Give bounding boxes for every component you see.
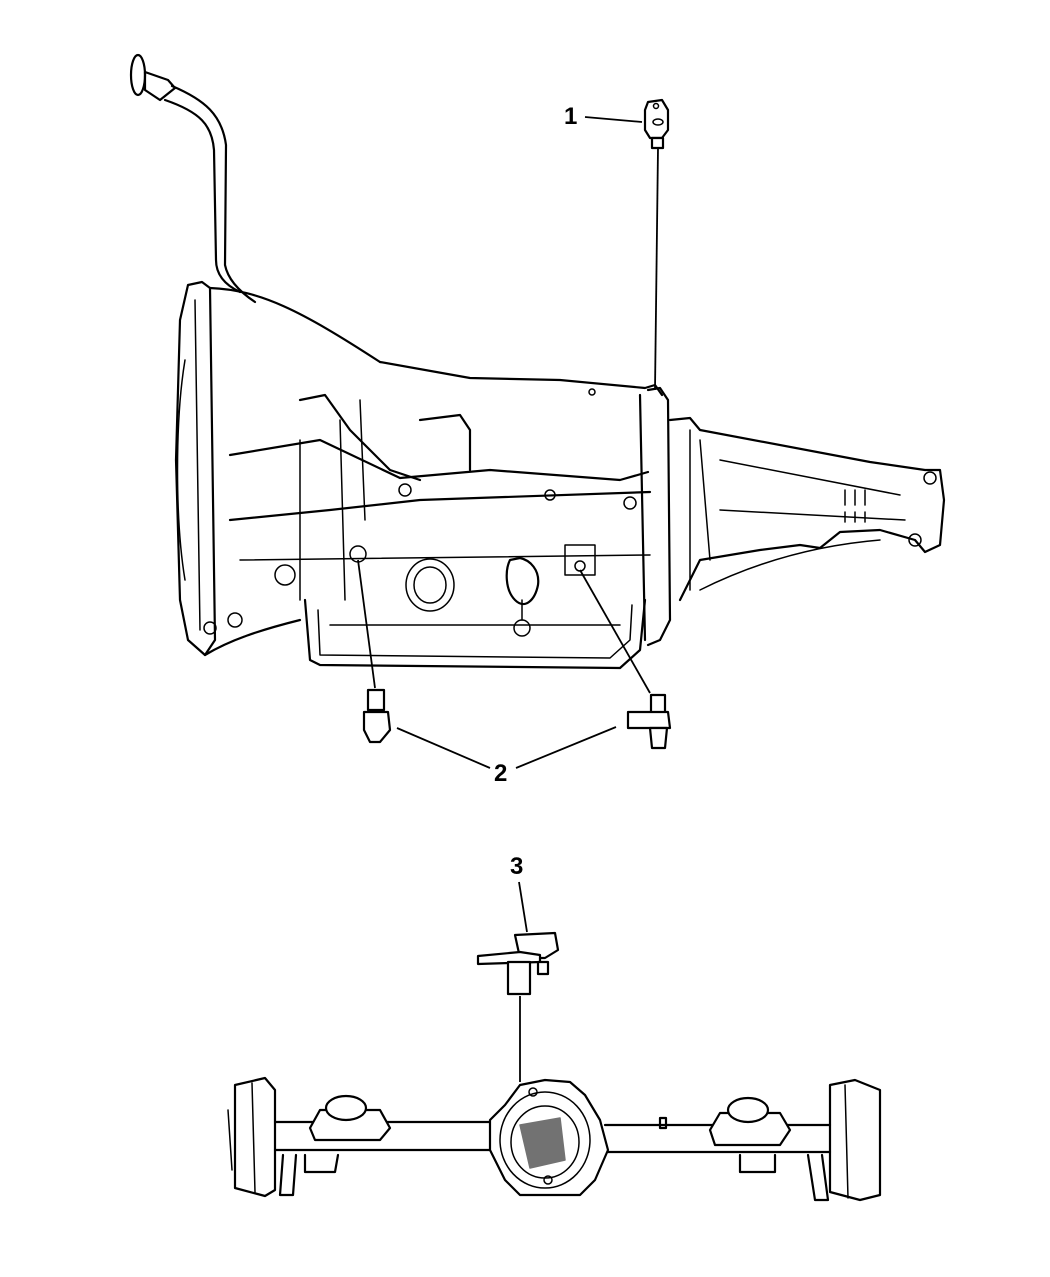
sensor-2-right bbox=[626, 693, 672, 750]
sensor-3 bbox=[476, 931, 560, 996]
leader-line-2-left bbox=[396, 727, 491, 769]
dipstick-tube bbox=[129, 53, 257, 304]
sensor-2-left bbox=[362, 688, 392, 744]
callout-3: 3 bbox=[510, 853, 524, 880]
callout-2: 2 bbox=[494, 760, 508, 787]
transmission bbox=[174, 280, 946, 670]
sensor-1 bbox=[643, 98, 670, 150]
leader-line-2-install-right bbox=[579, 569, 651, 694]
leader-line-1-install bbox=[654, 147, 659, 391]
leader-line-2-right bbox=[515, 726, 617, 769]
rear-axle bbox=[227, 1076, 882, 1202]
leader-line-2-install-left bbox=[357, 559, 376, 689]
leader-line-3 bbox=[518, 881, 528, 933]
callout-1: 1 bbox=[564, 103, 578, 130]
leader-line-1 bbox=[584, 116, 643, 123]
